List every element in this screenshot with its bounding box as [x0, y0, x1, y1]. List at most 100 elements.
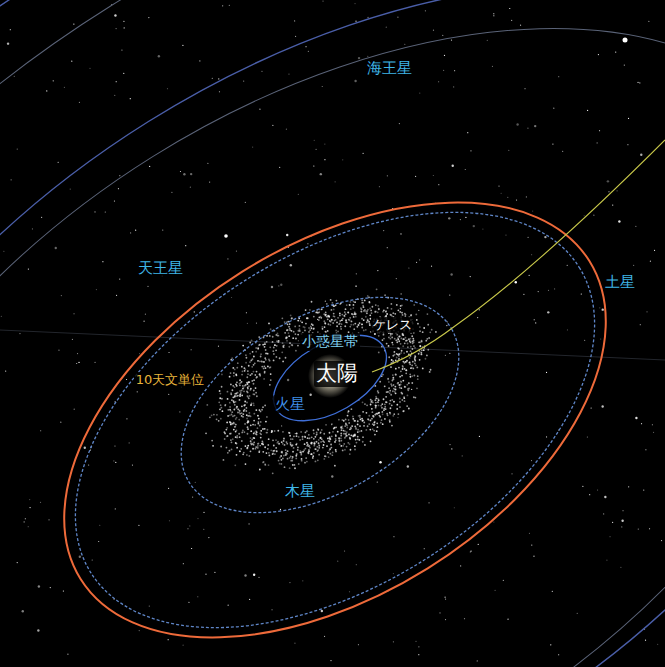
- asteroid: [385, 311, 387, 313]
- asteroid: [300, 431, 302, 433]
- star: [599, 130, 600, 131]
- asteroid: [305, 457, 307, 459]
- asteroid: [414, 356, 416, 358]
- asteroid: [277, 341, 279, 343]
- asteroid: [229, 406, 231, 408]
- asteroid: [286, 340, 288, 342]
- star: [501, 193, 502, 194]
- asteroid: [233, 400, 235, 402]
- asteroid: [299, 451, 301, 453]
- asteroid: [216, 414, 218, 416]
- asteroid: [409, 362, 411, 364]
- asteroid: [361, 323, 363, 325]
- ten-au-ring: [0, 113, 665, 667]
- asteroid: [429, 331, 431, 333]
- asteroid: [318, 444, 320, 446]
- asteroid: [296, 435, 298, 437]
- star: [538, 291, 539, 292]
- asteroid: [349, 304, 351, 306]
- asteroid: [264, 357, 266, 359]
- asteroid: [377, 305, 379, 307]
- asteroid: [350, 324, 352, 326]
- star: [438, 81, 439, 82]
- asteroid: [247, 396, 249, 398]
- asteroid: [395, 392, 397, 394]
- asteroid: [241, 395, 243, 397]
- asteroid: [352, 418, 354, 420]
- asteroid: [320, 317, 322, 319]
- star: [587, 436, 588, 437]
- asteroid: [333, 428, 335, 430]
- asteroid: [231, 357, 233, 359]
- asteroid: [349, 438, 351, 440]
- asteroid: [282, 458, 284, 460]
- asteroid: [419, 326, 421, 328]
- asteroid: [392, 415, 394, 417]
- asteroid: [273, 347, 275, 349]
- asteroid: [340, 326, 342, 328]
- star: [442, 35, 443, 36]
- star: [114, 95, 115, 96]
- star: [132, 464, 133, 465]
- asteroid: [368, 301, 370, 303]
- star: [307, 243, 308, 244]
- star: [94, 362, 95, 363]
- asteroid: [308, 451, 310, 453]
- asteroid: [369, 308, 371, 310]
- asteroid: [345, 319, 347, 321]
- asteroid: [350, 301, 352, 303]
- asteroid: [227, 391, 229, 393]
- asteroid: [268, 452, 270, 454]
- asteroid: [260, 421, 262, 423]
- asteroid: [315, 448, 317, 450]
- asteroid: [375, 311, 377, 313]
- asteroid: [249, 342, 251, 344]
- star: [331, 475, 333, 477]
- asteroid: [332, 452, 334, 454]
- asteroid: [370, 404, 372, 406]
- star: [228, 605, 229, 606]
- asteroid: [219, 390, 221, 392]
- asteroid: [411, 375, 413, 377]
- star: [113, 460, 114, 461]
- asteroid: [354, 420, 356, 422]
- asteroid: [414, 347, 416, 349]
- dwarf-planet-label: ケレス: [371, 317, 414, 333]
- star: [387, 175, 388, 176]
- star: [99, 525, 100, 526]
- asteroid: [354, 301, 356, 303]
- asteroid: [344, 437, 346, 439]
- asteroid: [383, 338, 385, 340]
- asteroid: [335, 434, 337, 436]
- asteroid: [349, 317, 351, 319]
- asteroid: [230, 372, 232, 374]
- asteroid: [321, 438, 323, 440]
- asteroid: [400, 352, 402, 354]
- asteroid: [261, 443, 263, 445]
- asteroid: [278, 443, 280, 445]
- asteroid: [391, 308, 393, 310]
- asteroid: [291, 317, 293, 319]
- asteroid: [230, 423, 232, 425]
- asteroid: [274, 450, 276, 452]
- star: [615, 51, 616, 52]
- asteroid: [366, 310, 368, 312]
- asteroid: [339, 322, 341, 324]
- asteroid: [405, 314, 407, 316]
- asteroid: [390, 383, 392, 385]
- asteroid: [244, 385, 246, 387]
- star: [424, 548, 425, 549]
- asteroid: [292, 456, 294, 458]
- asteroid: [265, 353, 267, 355]
- asteroid: [361, 299, 363, 301]
- asteroid: [359, 417, 361, 419]
- asteroid: [389, 413, 391, 415]
- asteroid: [248, 455, 250, 457]
- asteroid: [251, 438, 253, 440]
- asteroid: [362, 411, 364, 413]
- asteroid: [377, 426, 379, 428]
- asteroid: [242, 413, 244, 415]
- star: [567, 265, 568, 266]
- asteroid: [253, 356, 255, 358]
